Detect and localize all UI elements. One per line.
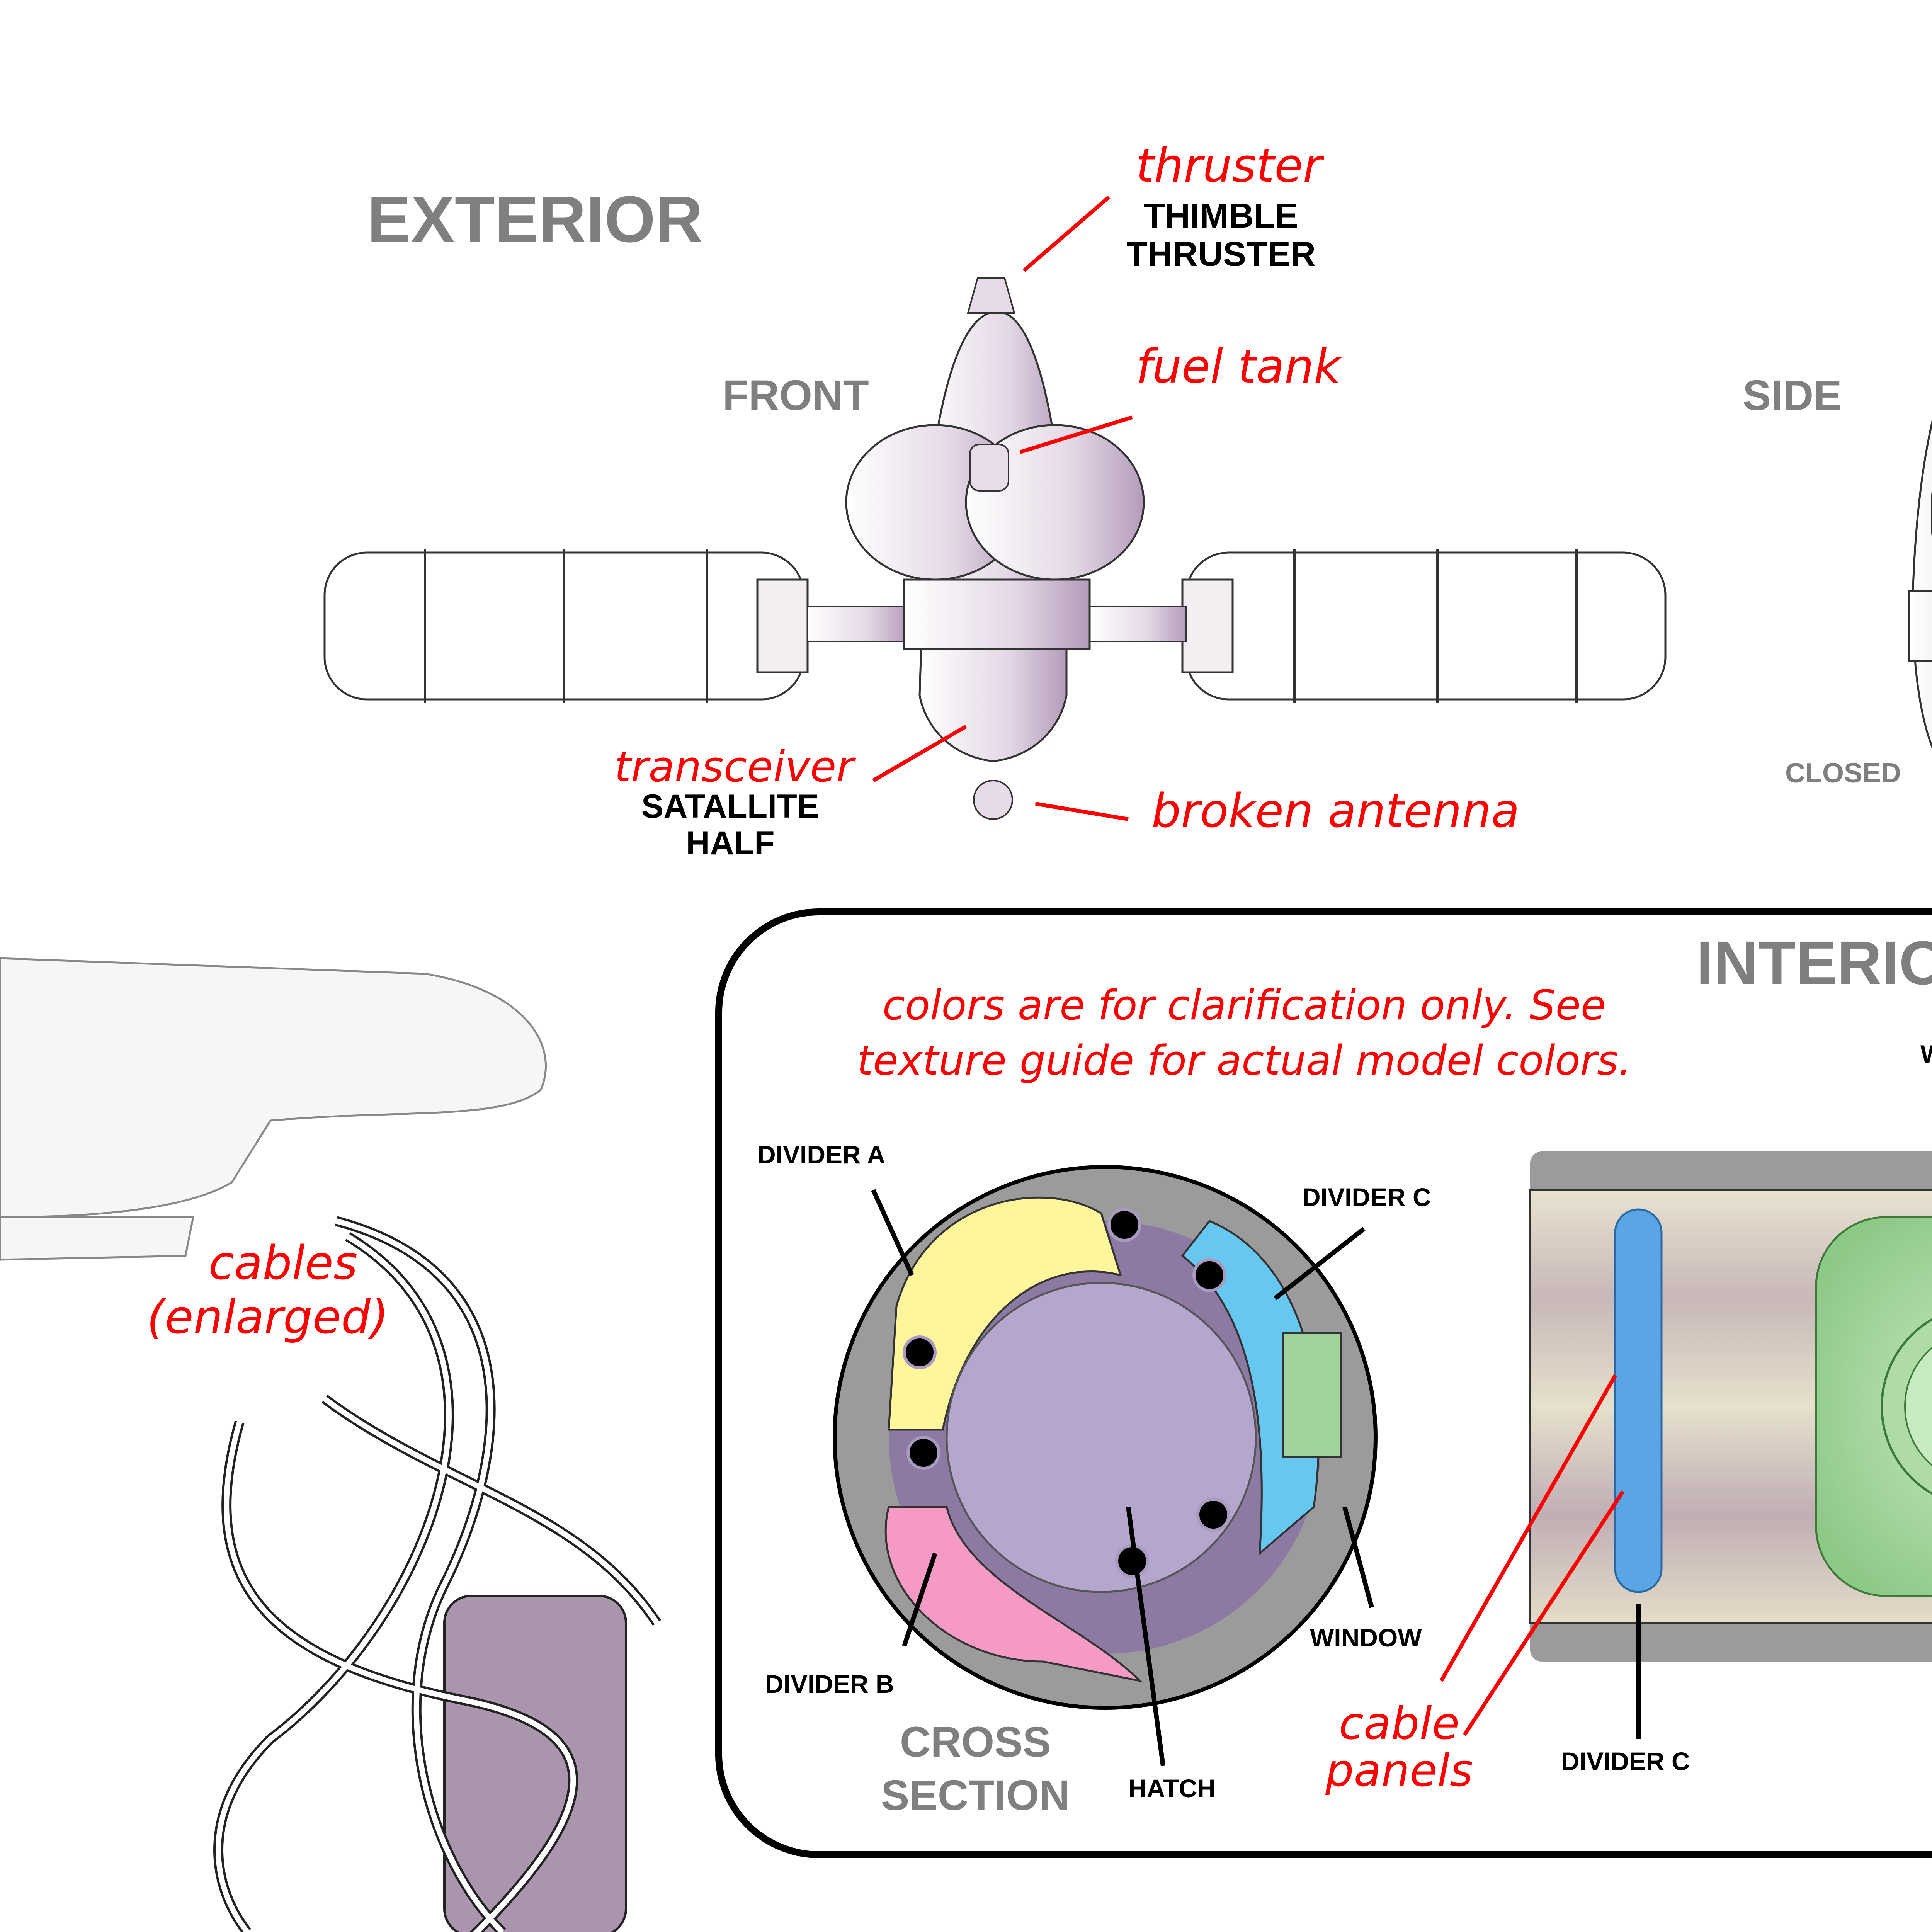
divider-c-side xyxy=(1614,1208,1663,1593)
divider-b-pink xyxy=(884,1506,1143,1683)
cables-note-line2: (enlarged) xyxy=(147,1291,389,1344)
exterior-annotation-arrows xyxy=(872,196,1133,821)
divider-c-label: DIVIDER C xyxy=(1302,1183,1431,1211)
cables-note-line1: cables xyxy=(209,1236,358,1290)
cross-section-drawing xyxy=(833,1165,1378,1710)
front-view-satellite xyxy=(323,277,1667,820)
divider-b-label: DIVIDER B xyxy=(765,1670,894,1698)
section-line: SECTION xyxy=(881,1771,1070,1819)
transceiver-note: transceiver xyxy=(614,742,854,791)
thruster-line: THRUSTER xyxy=(1126,235,1316,274)
right-panel xyxy=(1185,551,1667,701)
divider-a-yellow xyxy=(888,1196,1122,1431)
window-green xyxy=(1282,1332,1342,1458)
thruster-note: thruster xyxy=(1136,139,1322,193)
interior-side-drawing xyxy=(1529,1151,1932,1662)
cross-section-label: CROSS SECTION xyxy=(881,1716,1070,1822)
fuel-tank-note: fuel tank xyxy=(1136,340,1341,394)
closed-label: CLOSED xyxy=(1785,758,1901,789)
interior-black-arrows xyxy=(871,1189,1641,1766)
front-label: FRONT xyxy=(723,372,869,419)
interior-heading: INTERIOR (ENLARGED) xyxy=(1696,927,1932,998)
side-view-closed xyxy=(1908,418,1932,749)
interior-title: INTERIOR xyxy=(1696,928,1932,997)
cable-line: cable xyxy=(1339,1697,1460,1750)
interior-red-arrows xyxy=(1439,1374,1625,1736)
side-divider-c-label: DIVIDER C xyxy=(1561,1747,1690,1776)
wireframe-ship-fragment xyxy=(0,957,547,1261)
disclaimer-line1: colors are for clarification only. See xyxy=(882,981,1606,1029)
cross-line: CROSS xyxy=(900,1718,1051,1766)
side-window-label: WINDOW xyxy=(1920,1039,1932,1069)
hatch-label: HATCH xyxy=(1128,1774,1216,1803)
color-disclaimer: colors are for clarification only. See t… xyxy=(819,978,1669,1088)
broken-antenna-note: broken antenna xyxy=(1151,784,1520,838)
satellite-line: SATALLITE xyxy=(641,788,820,825)
hatch-purple xyxy=(946,1282,1257,1593)
thimble-line: THIMBLE xyxy=(1144,197,1298,235)
half-line: HALF xyxy=(686,824,775,862)
thimble-thruster xyxy=(967,277,1015,314)
disclaimer-line2: texture guide for actual model colors. xyxy=(857,1037,1632,1085)
cross-window-label: WINDOW xyxy=(1310,1623,1422,1652)
cable-panel xyxy=(443,1595,627,1932)
divider-c-blue xyxy=(1181,1219,1320,1556)
thimble-thruster-label: THIMBLE THRUSTER xyxy=(1121,197,1321,274)
cables-enlarged-drawing xyxy=(213,1216,661,1932)
satellite-half-label: SATALLITE HALF xyxy=(614,788,846,861)
side-label: SIDE xyxy=(1743,372,1842,419)
panels-line: panels xyxy=(1325,1744,1473,1797)
divider-a-label: DIVIDER A xyxy=(757,1140,886,1169)
broken-antenna xyxy=(973,780,1013,820)
exterior-heading: EXTERIOR xyxy=(367,183,703,256)
window-module xyxy=(1815,1216,1932,1597)
cable-panels-note: cable panels xyxy=(1325,1700,1473,1794)
